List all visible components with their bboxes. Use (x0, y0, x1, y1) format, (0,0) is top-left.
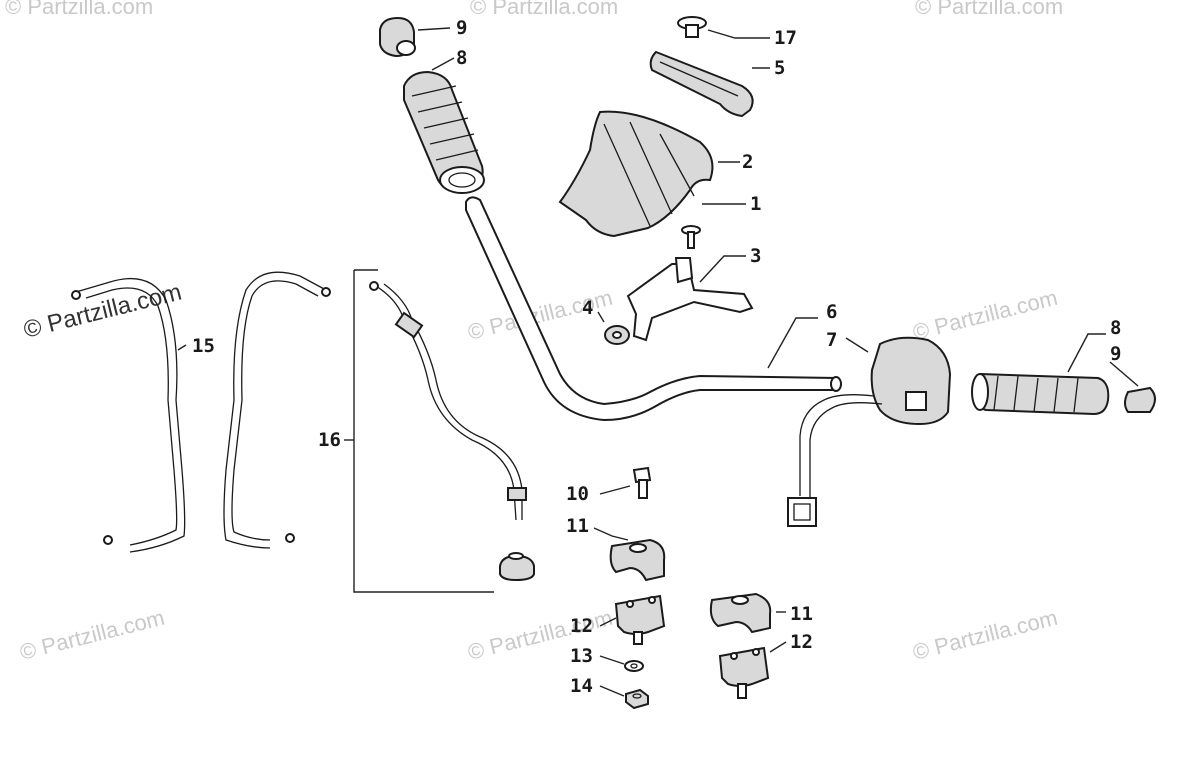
callout-5: 5 (774, 57, 785, 79)
watermark-top-right: © Partzilla.com (915, 0, 1063, 19)
callout-8-top: 8 (456, 47, 467, 69)
callout-2: 2 (742, 151, 753, 173)
watermark-top-center: © Partzilla.com (470, 0, 618, 19)
part-11-handlebar-clamp-upper-left (609, 538, 666, 582)
callout-1: 1 (750, 193, 761, 215)
watermark-top-left: © Partzilla.com (5, 0, 153, 19)
leader-4 (597, 311, 605, 323)
leader-11-left (593, 527, 629, 541)
bracket-16 (353, 270, 494, 593)
leader-12-right (769, 641, 787, 653)
part-7-throttle-control (787, 336, 952, 527)
leader-8-right (1067, 333, 1106, 373)
callout-12-left: 12 (570, 615, 593, 637)
part-6-handlebar (465, 196, 842, 422)
part-4-washer (604, 325, 630, 345)
leader-10 (599, 485, 631, 495)
part-2-handlebar-cover (558, 110, 714, 238)
leader-13 (599, 655, 625, 665)
part-16-throttle-cable (369, 281, 535, 582)
callout-16: 16 (318, 429, 341, 451)
leader-15 (177, 344, 187, 351)
callout-12-right: 12 (790, 631, 813, 653)
callout-17: 17 (774, 27, 797, 49)
leader-7 (845, 337, 869, 353)
leader-14 (599, 685, 625, 697)
callout-11-right: 11 (790, 603, 813, 625)
part-17-push-rivet (677, 16, 707, 38)
part-10-bolt (632, 466, 652, 499)
part-3-mounting-bracket (626, 257, 754, 342)
leader-9-top (417, 27, 451, 31)
part-12-riser-right (718, 646, 770, 699)
callout-3: 3 (750, 245, 761, 267)
part-13-lock-washer (624, 660, 644, 672)
callout-9-right: 9 (1110, 343, 1121, 365)
leader-9-right (1109, 361, 1139, 387)
callout-7: 7 (826, 329, 837, 351)
callout-11-left: 11 (566, 515, 589, 537)
leader-6 (767, 317, 818, 369)
part-9-grip-end-cap-left (379, 16, 416, 58)
callout-13: 13 (570, 645, 593, 667)
part-5-cover-trim (649, 50, 754, 118)
callout-10: 10 (566, 483, 589, 505)
part-9-grip-end-cap-right (1124, 386, 1156, 413)
watermark-middle-right: © Partzilla.com (910, 285, 1060, 345)
leader-3 (699, 255, 746, 283)
part-1-screw (681, 225, 701, 249)
leader-12-left (599, 617, 617, 627)
watermark-bottom-left: © Partzilla.com (17, 605, 167, 665)
callout-6: 6 (826, 301, 837, 323)
leader-17 (707, 29, 770, 39)
part-12-riser-left (614, 594, 666, 645)
part-11-handlebar-clamp-right (709, 592, 772, 634)
part-15-brake-cables (71, 271, 331, 553)
callout-15: 15 (192, 335, 215, 357)
part-8-right-handlebar-grip (971, 372, 1110, 416)
watermark-bottom-right: © Partzilla.com (910, 605, 1060, 665)
callout-4: 4 (582, 297, 593, 319)
part-8-left-handlebar-grip (403, 70, 485, 194)
leader-8-top (431, 57, 455, 71)
part-14-nut (625, 688, 649, 710)
callout-9-top: 9 (456, 17, 467, 39)
callout-8-right: 8 (1110, 317, 1121, 339)
callout-14: 14 (570, 675, 593, 697)
